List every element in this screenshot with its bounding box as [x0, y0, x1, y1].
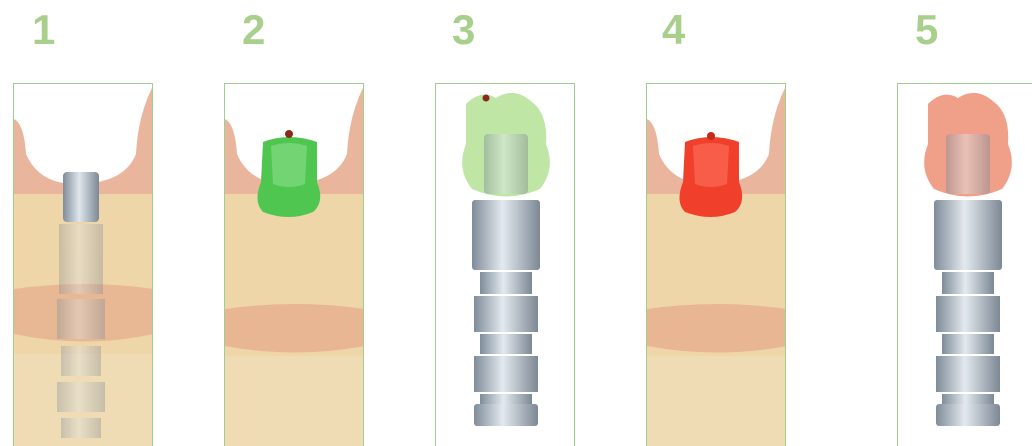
step-number-3: 3: [452, 6, 475, 54]
step-panel-3: [435, 83, 575, 446]
analog-collar: [472, 200, 540, 270]
lower-bone: [225, 356, 364, 446]
gum-band: [647, 304, 786, 353]
gum-band: [225, 304, 364, 353]
cap-dot: [707, 132, 715, 140]
step-number-5: 5: [915, 6, 938, 54]
analog-collar: [934, 200, 1002, 270]
step-panel-1: [13, 83, 153, 446]
abutment-ghost: [946, 134, 990, 194]
abutment-ghost: [484, 134, 528, 194]
step-panel-2: [224, 83, 364, 446]
step-number-4: 4: [662, 6, 685, 54]
step-panel-5: [897, 83, 1032, 446]
analog-head: [63, 172, 99, 222]
cap-dot: [285, 130, 293, 138]
crown-dot: [483, 95, 490, 102]
gum-red-cap-illustration: [647, 84, 786, 446]
gum-green-cap-illustration: [225, 84, 364, 446]
lower-bone: [647, 356, 786, 446]
step-number-2: 2: [242, 6, 265, 54]
green-crown-analog-illustration: [436, 84, 575, 446]
red-crown-analog-illustration: [898, 84, 1032, 446]
step-number-1: 1: [32, 6, 55, 54]
step-panel-4: [646, 83, 786, 446]
analog-body-ghost: [57, 224, 105, 438]
gum-implant-illustration: [14, 84, 153, 446]
